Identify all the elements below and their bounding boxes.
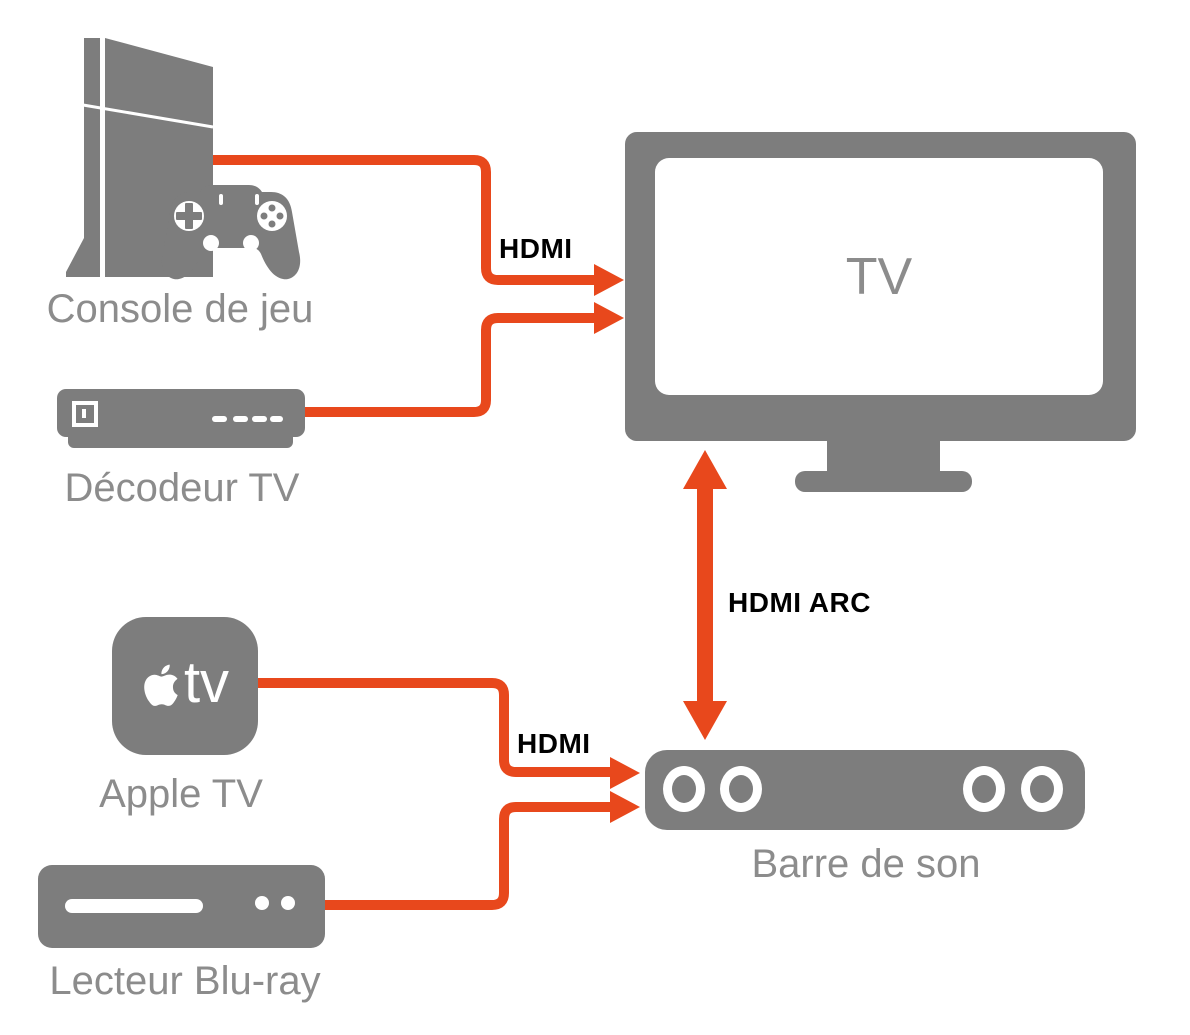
game-console-icon: [66, 38, 301, 280]
stb-display-digit: [82, 409, 86, 418]
stb-vent-dash: [252, 416, 267, 422]
speaker-ring-icon: [663, 766, 705, 812]
gamepad-icon: [161, 185, 301, 280]
arrowhead-icon: [610, 791, 640, 823]
decoder-label: Décodeur TV: [64, 466, 300, 510]
soundbar-icon: [645, 750, 1085, 830]
arrowhead-icon: [594, 264, 624, 296]
left-stick-icon: [203, 235, 219, 251]
apple-tv-icon: tv: [112, 617, 258, 755]
apple-tv-icon-text: tv: [183, 650, 230, 715]
arrowhead-down-icon: [683, 701, 727, 740]
hdmi-arrow-appletv-to-soundbar: [256, 678, 640, 789]
tv-stand-base: [795, 471, 972, 492]
stb-display-window: [72, 401, 98, 427]
arrowhead-icon: [594, 302, 624, 334]
apple-logo-icon: [144, 664, 178, 706]
tv-screen-label: TV: [845, 247, 913, 306]
console-label: Console de jeu: [46, 287, 314, 331]
set-top-box-icon: [57, 389, 305, 437]
arrowhead-up-icon: [683, 450, 727, 489]
stb-vent-dash: [270, 416, 283, 422]
blu-ray-player-icon: [38, 865, 325, 948]
share-button-icon: [219, 194, 223, 205]
speaker-ring-icon: [1021, 766, 1063, 812]
soundbar-label: Barre de son: [751, 842, 981, 886]
stb-vent-dash: [212, 416, 227, 422]
set-top-box-base: [68, 437, 293, 448]
player-button-icon: [281, 896, 295, 910]
hdmi-arc-arrow-tv-soundbar: [683, 450, 727, 740]
tv-screen: TV: [655, 158, 1103, 395]
hdmi-arrow-decoder-to-tv: [303, 302, 624, 417]
console-stand: [66, 38, 100, 277]
speaker-ring-icon: [963, 766, 1005, 812]
action-buttons-icon: [257, 201, 287, 231]
hdmi-arc-label: HDMI ARC: [728, 587, 871, 618]
apple-tv-label: Apple TV: [99, 772, 263, 816]
stb-vent-dash: [233, 416, 248, 422]
options-button-icon: [255, 194, 259, 205]
right-stick-icon: [243, 235, 259, 251]
player-button-icon: [255, 896, 269, 910]
bluray-label: Lecteur Blu-ray: [49, 959, 321, 1003]
speaker-ring-icon: [720, 766, 762, 812]
hdmi-arrow-bluray-to-soundbar: [323, 791, 640, 910]
disc-slot: [65, 899, 203, 913]
hdmi-arrow-console-to-tv: [213, 155, 624, 296]
hdmi-label-top: HDMI: [499, 233, 573, 264]
console-groove: [82, 103, 214, 129]
tv-stand-neck: [827, 440, 940, 473]
hdmi-label-bottom: HDMI: [517, 728, 591, 759]
arrowhead-icon: [610, 757, 640, 789]
